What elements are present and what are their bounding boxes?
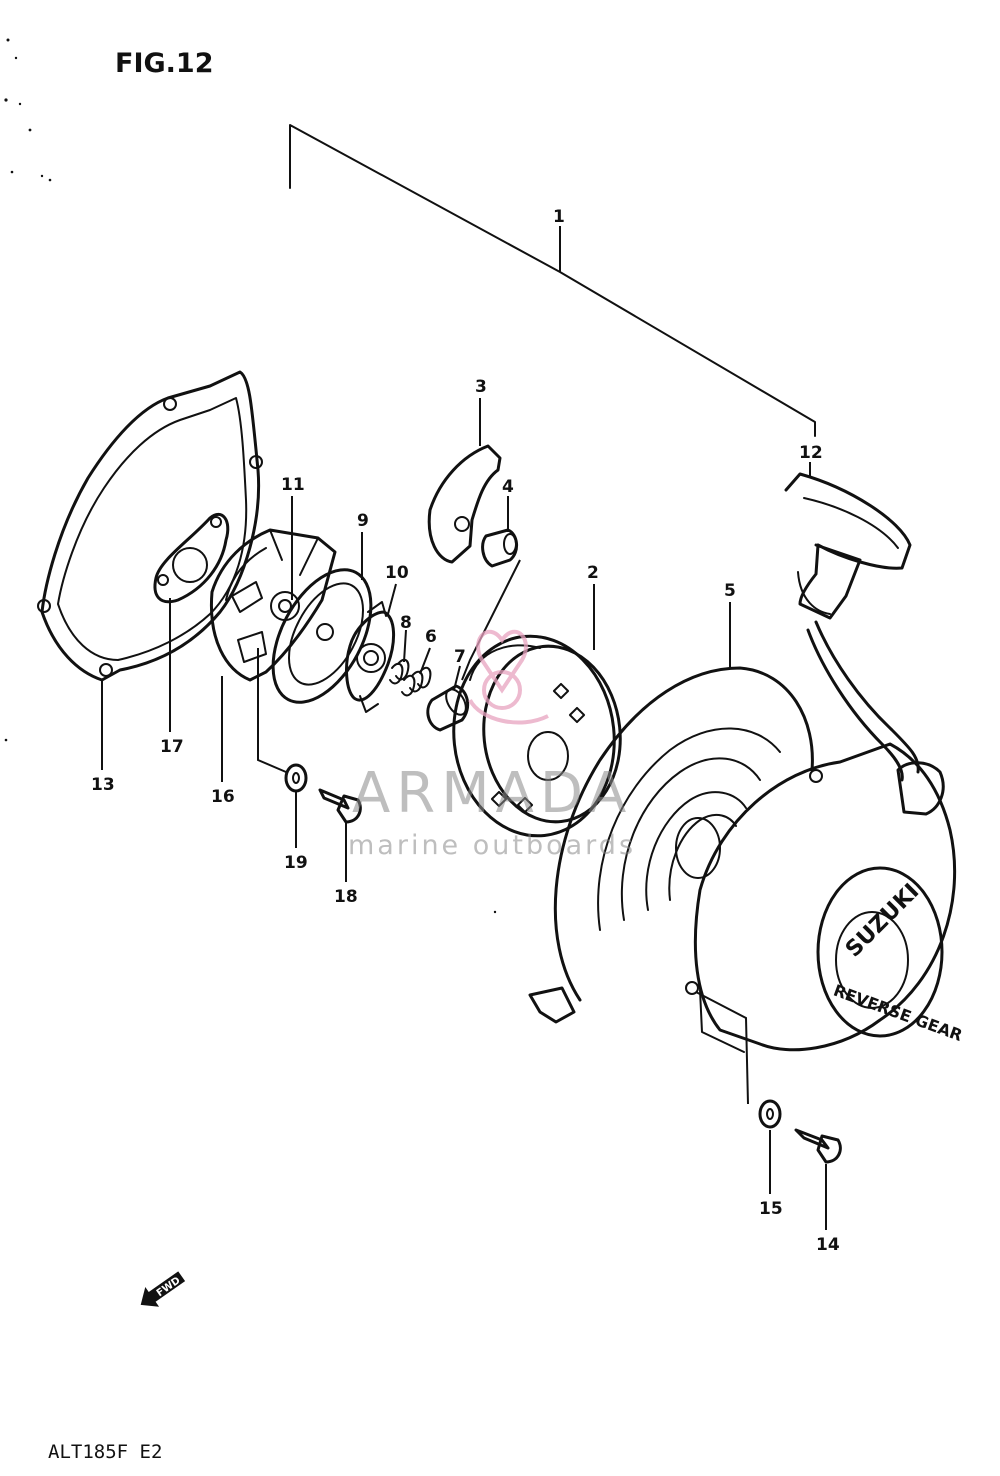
callout-leaders [101,398,827,1230]
callout-12: 12 [799,443,823,463]
callout-6: 6 [425,627,437,647]
callout-4: 4 [502,477,514,497]
ratchet-disc [271,568,373,704]
recoil-spring [528,666,814,1024]
guide-pin [426,684,470,732]
cover-brand-lettering: SUZUKI [841,879,924,962]
scan-specks [4,38,497,914]
callout-14: 14 [816,1235,840,1255]
watermark-tagline: marine outboards [348,830,636,861]
starter-rope [806,620,920,782]
drive-case [209,528,337,682]
coil-spring-small [389,658,410,685]
ratchet [345,601,395,713]
callout-18: 18 [334,887,358,907]
callout-8: 8 [400,613,412,633]
callout-5: 5 [724,581,736,601]
pawl [427,444,502,564]
case-washer [284,763,308,793]
watermark-name: ARMADA [352,761,632,826]
callout-11: 11 [281,475,305,495]
watermark: ARMADA marine outboards [348,629,636,861]
figure-footer-code: ALT185F E2 [48,1441,162,1463]
starter-handle [784,472,912,620]
cover-washer [758,1099,782,1129]
callout-19: 19 [284,853,308,873]
callout-15: 15 [759,1199,783,1219]
callout-1: 1 [553,207,565,227]
callout-2: 2 [587,563,599,583]
callout-17: 17 [160,737,184,757]
starter-cover: SUZUKI REVERSE GEAR [685,742,965,1053]
assembly-bracket [289,124,816,437]
flange-plate [153,512,230,604]
cover-bolt [794,1128,842,1164]
callout-7: 7 [454,647,466,667]
pawl-pin [461,528,521,681]
callout-13: 13 [91,775,115,795]
forward-arrow-icon: FWD [140,1271,186,1307]
callout-9: 9 [357,511,369,531]
gasket-plate [37,370,263,682]
callout-3: 3 [475,377,487,397]
cover-marking-lettering: REVERSE GEAR [831,981,965,1045]
callout-10: 10 [385,563,409,583]
heart-logo-icon [468,629,549,725]
callout-numbers: 1 2 3 4 5 6 7 8 9 10 11 12 13 14 15 16 1… [91,207,840,1255]
coil-spring [401,666,432,697]
callout-16: 16 [211,787,235,807]
figure-title: FIG.12 [115,48,213,79]
